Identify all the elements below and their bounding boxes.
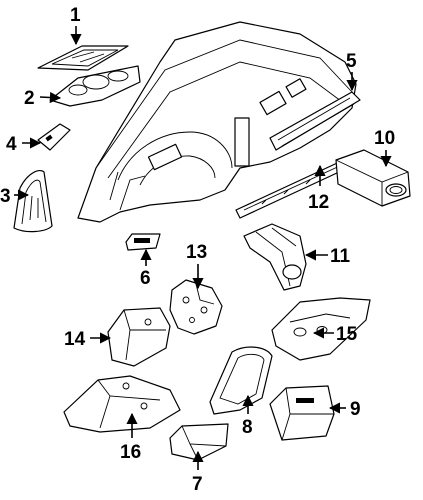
part-12-long-trim-strip <box>235 157 353 219</box>
callout-12: 12 <box>308 192 329 213</box>
callout-10: 10 <box>374 128 395 149</box>
part-1-upper-trim-cover <box>37 45 129 71</box>
callout-7: 7 <box>192 474 203 495</box>
part-14-support-bracket <box>107 307 171 367</box>
callout-6: 6 <box>140 268 151 289</box>
callout-14: 14 <box>64 329 86 350</box>
callout-5: 5 <box>346 51 357 72</box>
part-5-right-vent-strip <box>269 91 361 151</box>
part-9-glove-box-housing <box>269 385 335 441</box>
callout-11: 11 <box>330 246 351 267</box>
callout-15: 15 <box>336 324 358 345</box>
part-2-cluster-bezel <box>49 65 141 107</box>
part-8-glove-box-door <box>209 346 273 415</box>
callout-4: 4 <box>6 134 17 155</box>
part-16-lower-frame <box>63 375 181 433</box>
part-13-bracket <box>169 279 223 335</box>
leader-lines <box>14 26 392 470</box>
part-6-switch <box>125 233 161 251</box>
callout-labels: 1 2 3 4 5 6 7 8 9 10 11 12 13 14 15 16 <box>0 5 395 495</box>
part-7-storage-tray <box>169 423 229 461</box>
part-10-cup-holder <box>335 149 411 207</box>
callout-2: 2 <box>24 88 35 109</box>
instrument-panel <box>77 21 357 223</box>
part-3-left-side-trim <box>13 169 53 233</box>
callout-3: 3 <box>0 186 11 207</box>
callout-9: 9 <box>350 399 361 420</box>
callout-13: 13 <box>186 242 207 263</box>
callout-1: 1 <box>70 5 81 26</box>
callout-16: 16 <box>120 442 141 463</box>
part-11-center-vent-housing <box>243 223 307 291</box>
part-4-switch-panel <box>37 123 71 151</box>
callout-8: 8 <box>242 417 253 438</box>
